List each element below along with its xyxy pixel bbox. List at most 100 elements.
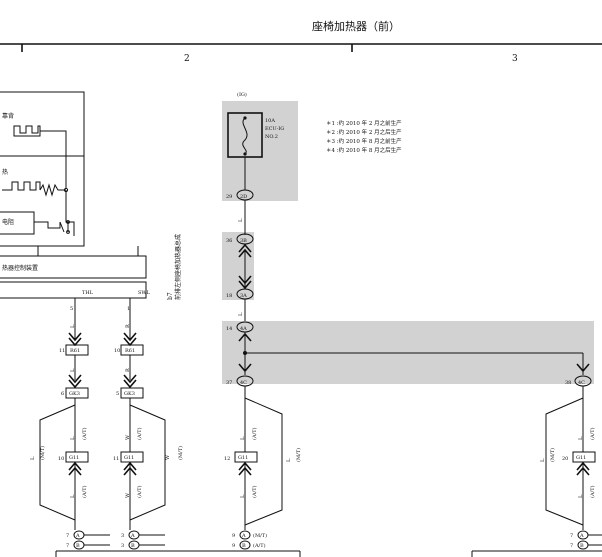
wire-color-right-1: L [578, 436, 584, 440]
pin-letter-b2: B [131, 543, 135, 549]
pin-letter-a3: A [241, 533, 246, 539]
pin-letter-a4: A [579, 533, 584, 539]
wire-color-center-2: L [238, 312, 244, 316]
wire-at-center: (A/T) [251, 427, 258, 440]
column-number-2: 2 [184, 54, 190, 64]
connector-4c: 4C [240, 380, 247, 386]
pin-9a-mt: (M/T) [253, 532, 267, 539]
pin-18: 18 [226, 293, 232, 299]
connector-3b: 3B [240, 238, 247, 244]
pin-bottom-3b: 3 [121, 543, 124, 549]
fuse-shade [222, 101, 298, 201]
wire-at-left-2: (A/T) [81, 485, 88, 498]
fuse-rating: 10A [265, 118, 275, 124]
seat-heater-module: 靠背 热 电阻 热器控制装置 THL SWL 5 1 [0, 91, 151, 312]
pin-bottom-9a: 9 [232, 533, 235, 539]
label-backrest: 靠背 [2, 112, 14, 120]
pin-14: 14 [226, 326, 232, 332]
pin-g11-20: 20 [562, 456, 568, 462]
wire-color-right-mt: L [540, 458, 546, 462]
pin-29: 29 [226, 194, 232, 200]
wire-color-l-at: L [70, 436, 76, 440]
pin-letter-a2: A [130, 533, 135, 539]
connector-2d: 2D [240, 194, 247, 200]
fuse-name-1: ECU-IG [265, 126, 284, 132]
wire-color-l-2: L [70, 368, 76, 372]
wire-at-center-2: (A/T) [251, 485, 258, 498]
label-swl: SWL [138, 290, 151, 296]
wire-color-center-mt: L [286, 458, 292, 462]
pin-r61-11: 11 [59, 348, 65, 354]
wire-color-right-2: L [578, 494, 584, 498]
wire-mt-center: (M/T) [295, 448, 302, 462]
pin-gk3-6: 6 [61, 391, 64, 397]
backrest-heater-element [13, 125, 41, 137]
fuse-supply: (IG) [237, 91, 247, 98]
connector-r61-a: R61 [70, 348, 80, 354]
wire-mt-left: (M/T) [39, 446, 46, 460]
wire-color-center-1: L [238, 218, 244, 222]
pin-g11-10: 10 [58, 456, 64, 462]
connector-3a: 3A [240, 293, 247, 299]
pin-36: 36 [226, 238, 232, 244]
wire-at-right-2: (A/T) [589, 485, 596, 498]
page-title: 座椅加热器（前） [312, 19, 400, 33]
wire-color-center-3: L [240, 436, 246, 440]
pin-letter-b4: B [580, 543, 584, 549]
connector-g11-d: G11 [576, 455, 586, 461]
pin-letter-b1: B [76, 543, 80, 549]
pin-bottom-7b: 7 [66, 543, 69, 549]
pin-letter-a1: A [75, 533, 80, 539]
cushion-heater-element [2, 181, 41, 191]
heater-controller-box [0, 255, 147, 279]
pin-bottom-3a: 3 [121, 533, 124, 539]
wire-color-l-mt: L [30, 456, 36, 460]
column-number-3: 3 [512, 54, 518, 64]
pin-37: 37 [226, 380, 232, 386]
pin-38: 38 [565, 380, 571, 386]
resistor-symbol [39, 183, 66, 197]
label-thl: THL [82, 290, 94, 296]
connector-gk3-a: GK3 [69, 391, 80, 397]
right-wire-group: L (M/T) L (A/T) 20 G11 L (A/T) 7 A 7 B [471, 386, 602, 557]
pin-gk3-5: 5 [116, 391, 119, 397]
connector-g11-c: G11 [238, 455, 248, 461]
wire-color-r-2: R [125, 368, 131, 372]
pin-9b-at: (A/T) [253, 542, 266, 549]
wire-at-mid-2: (A/T) [136, 485, 143, 498]
pin-letter-b3: B [242, 543, 246, 549]
wire-color-w-mt: W [165, 454, 171, 460]
wire-color-l-3: L [70, 494, 76, 498]
assembly-name: 前排左侧座椅加热器总成 [174, 234, 182, 300]
assembly-code: b7 [167, 292, 174, 300]
note-3: ＊3 :约 2010 年 8 月之前生产 [326, 137, 402, 145]
wire-at-left: (A/T) [81, 427, 88, 440]
note-4: ＊4 :约 2010 年 8 月之后生产 [326, 146, 402, 154]
connector-g11-b: G11 [124, 455, 134, 461]
assembly-side-label: b7 前排左侧座椅加热器总成 [167, 234, 182, 300]
wire-color-center-4: L [240, 494, 246, 498]
note-2: ＊2 :约 2010 年 2 月之后生产 [326, 128, 402, 136]
wire-color-r-1: R [125, 324, 131, 328]
wire-color-w-3: W [125, 492, 131, 498]
note-1: ＊1 :约 2010 年 2 月之前生产 [326, 119, 402, 127]
pin-5: 5 [70, 306, 73, 312]
pin-g11-11: 11 [113, 456, 119, 462]
pin-bottom-9b: 9 [232, 543, 235, 549]
connector-gk3-b: GK3 [124, 391, 135, 397]
wire-at-right: (A/T) [589, 427, 596, 440]
connector-4a: 4A [240, 326, 247, 332]
thermostat-switch [59, 221, 69, 233]
wire-color-l-1: L [70, 324, 76, 328]
label-controller: 热器控制装置 [2, 264, 38, 272]
pin-bottom-7a: 7 [66, 533, 69, 539]
pin-bottom-7rb: 7 [570, 543, 573, 549]
fuse-icon [242, 117, 248, 155]
pin-1: 1 [127, 306, 130, 312]
pin-r61-10: 10 [114, 348, 120, 354]
label-heat: 热 [2, 168, 8, 176]
wire-mt-right: (M/T) [549, 448, 556, 462]
wire-at-mid: (A/T) [136, 427, 143, 440]
pin-bottom-7ra: 7 [570, 533, 573, 539]
